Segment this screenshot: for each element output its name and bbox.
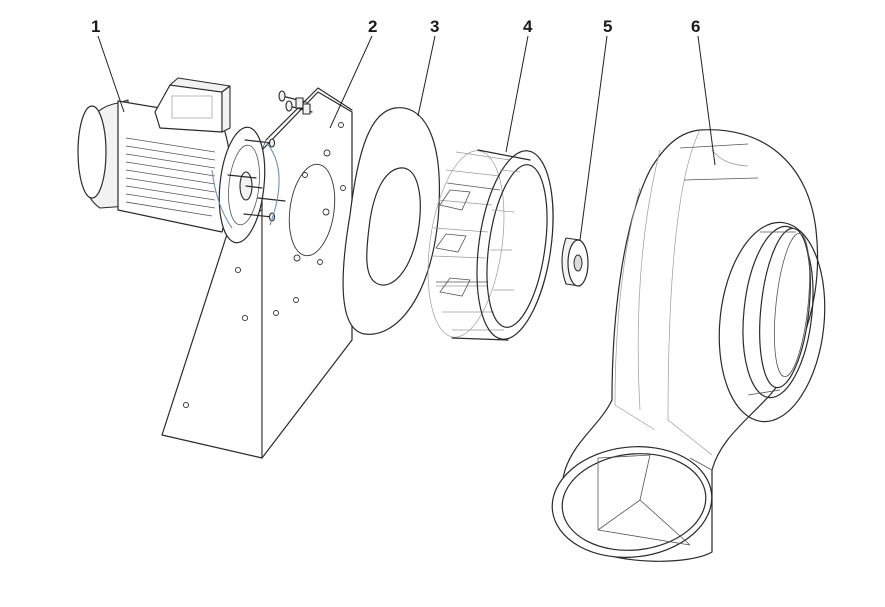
callout-label-5: 5 bbox=[603, 17, 612, 36]
callout-label-1: 1 bbox=[91, 17, 100, 36]
fan-housing-icon bbox=[551, 129, 826, 562]
callout-label-2: 2 bbox=[368, 17, 377, 36]
callout-label-6: 6 bbox=[691, 17, 700, 36]
callout-6: 6 bbox=[691, 17, 716, 166]
callout-1: 1 bbox=[91, 17, 125, 113]
callout-2: 2 bbox=[329, 17, 377, 129]
callout-label-4: 4 bbox=[523, 17, 533, 36]
callout-label-3: 3 bbox=[430, 17, 439, 36]
callout-3: 3 bbox=[417, 17, 439, 117]
callout-4: 4 bbox=[505, 17, 533, 153]
hub-bushing-icon bbox=[561, 237, 589, 287]
impeller-icon bbox=[427, 149, 554, 341]
mounting-bracket-icon bbox=[161, 87, 353, 459]
motor-icon bbox=[77, 77, 286, 244]
gasket-icon bbox=[342, 107, 440, 335]
callout-5: 5 bbox=[579, 17, 612, 241]
